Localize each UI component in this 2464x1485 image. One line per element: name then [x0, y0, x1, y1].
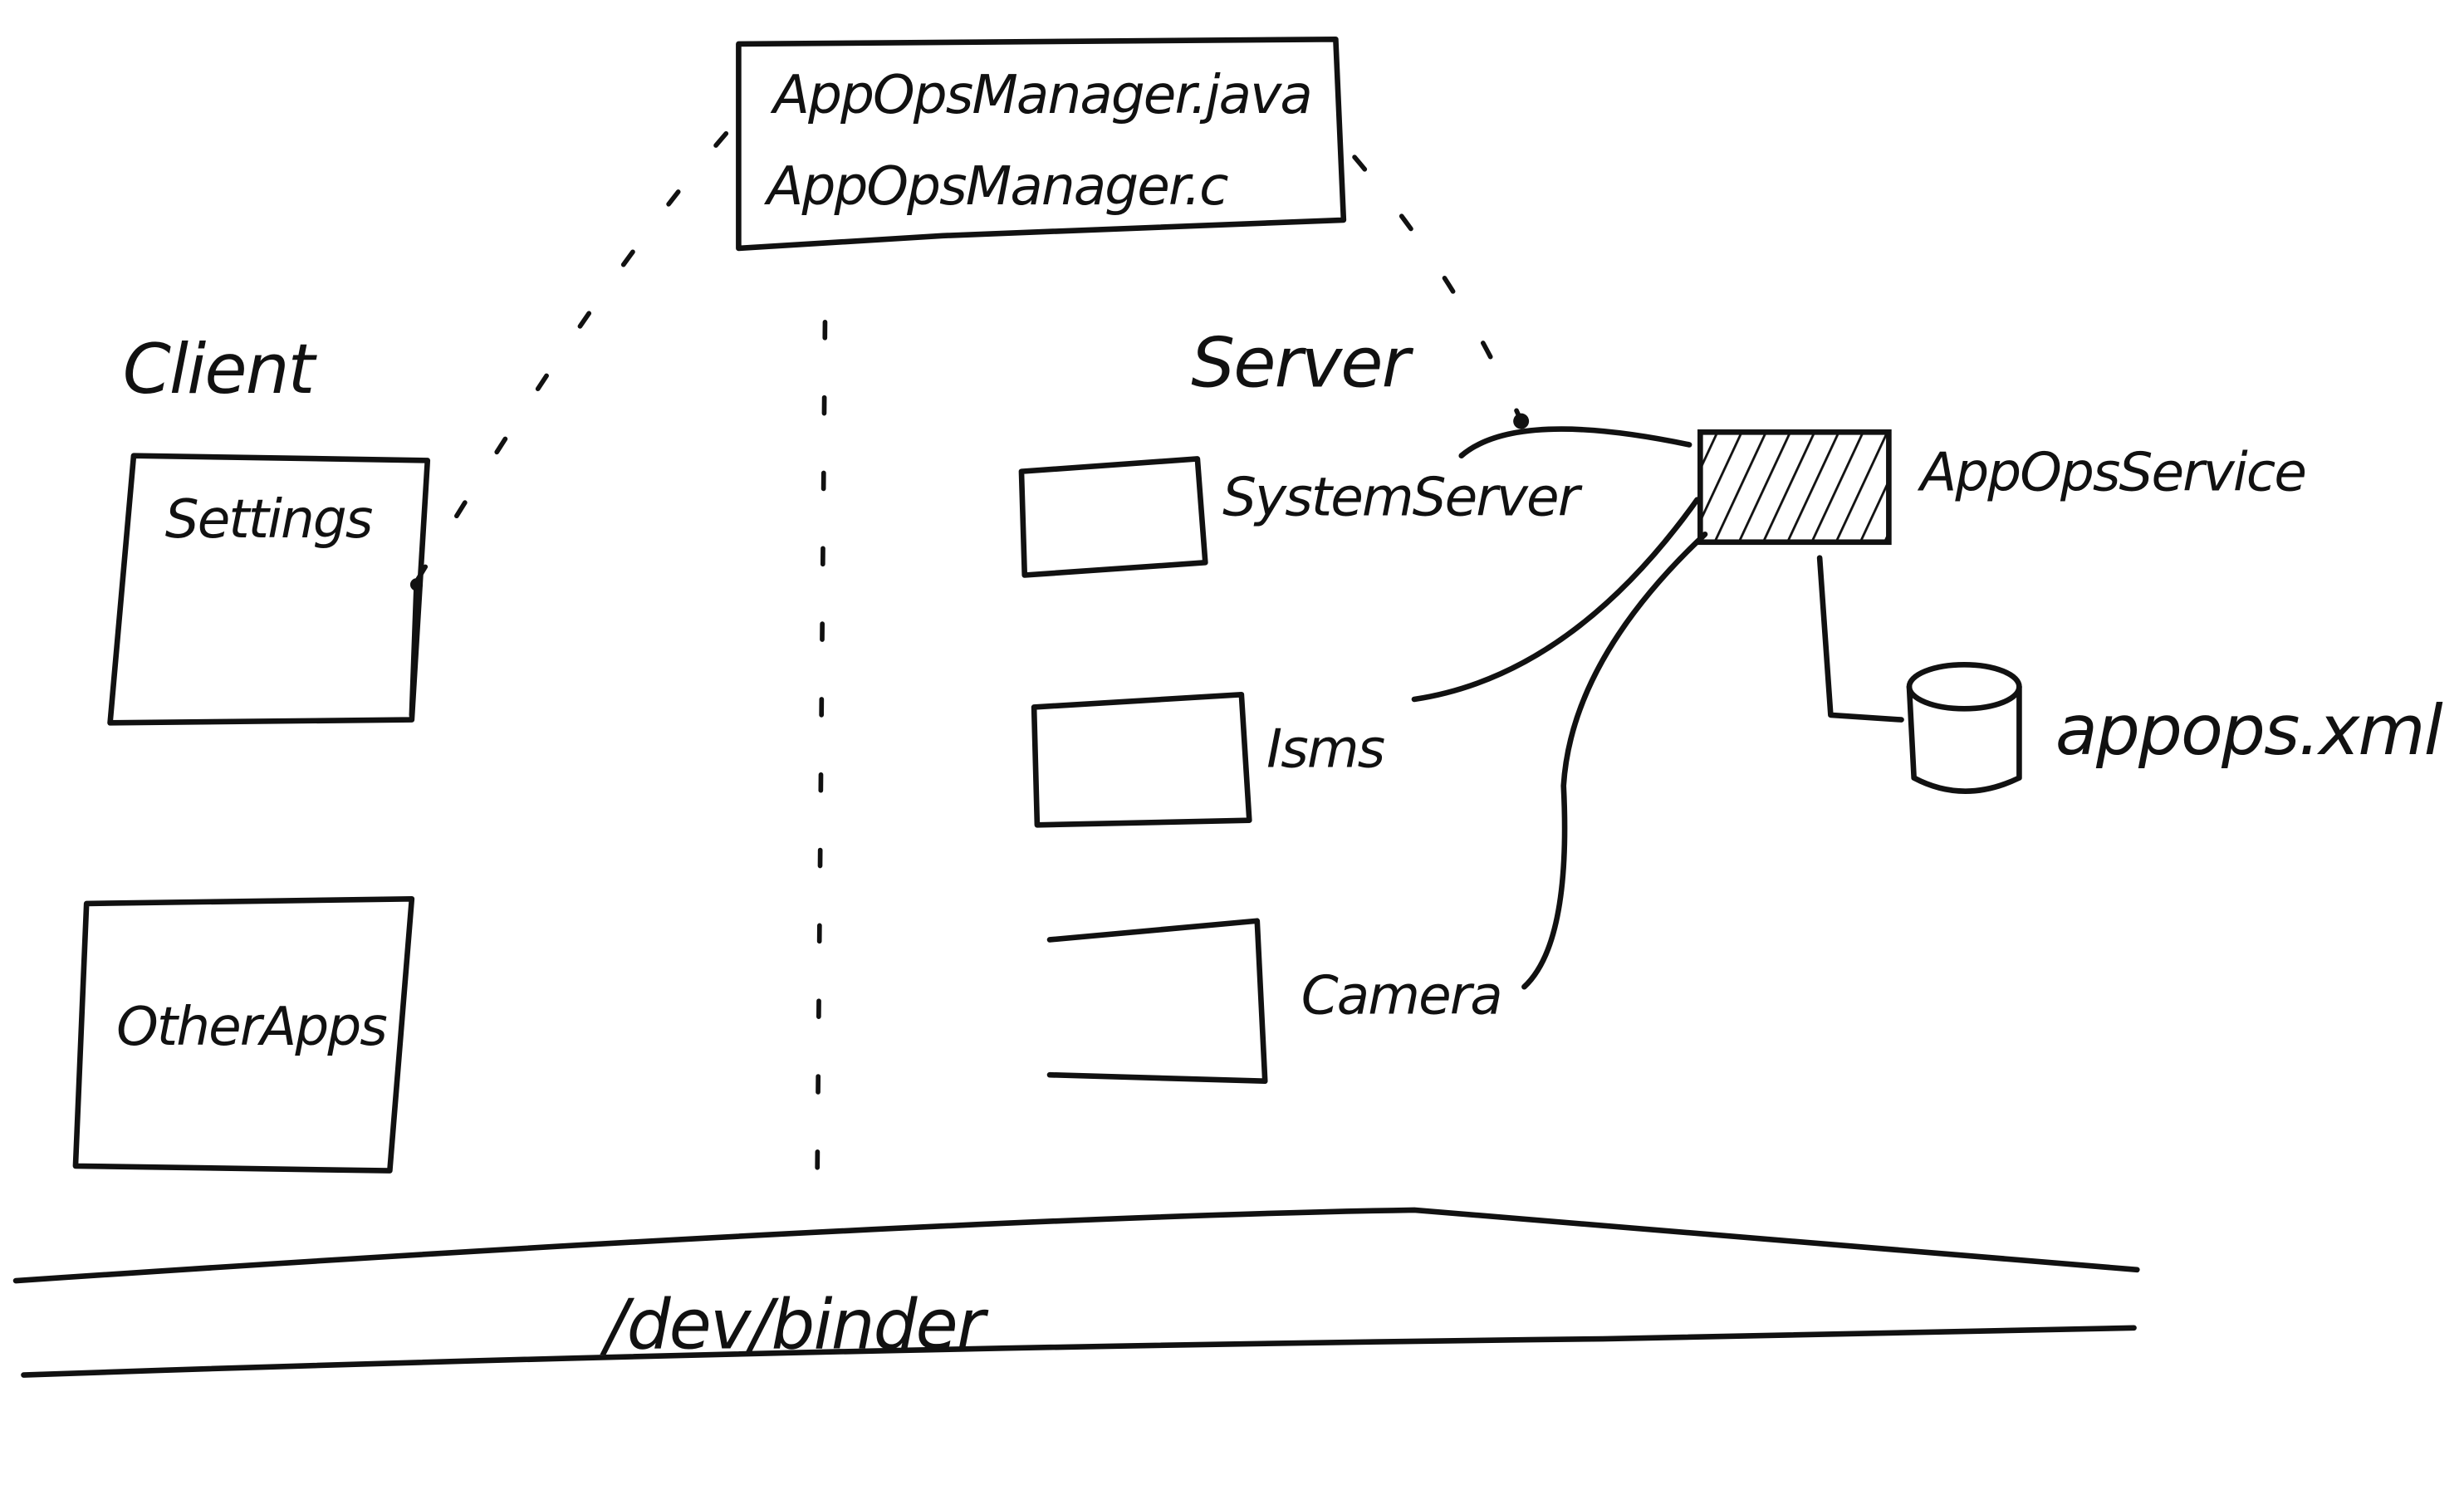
manager-to-settings-link — [414, 130, 729, 584]
other-apps-label: OtherApps — [116, 996, 387, 1058]
binder-bottom-line — [21, 1325, 2137, 1378]
appops-service-box: AppOpsService — [1697, 429, 2307, 546]
isms-box: Isms — [1031, 691, 1386, 828]
appops-manager-c-label: AppOpsManager.c — [763, 155, 1228, 218]
appops-service-label: AppOpsService — [1917, 441, 2305, 503]
client-label: Client — [123, 329, 318, 409]
settings-label: Settings — [165, 488, 373, 551]
junction-dot — [1513, 413, 1530, 429]
isms-label: Isms — [1266, 718, 1384, 780]
camera-box: Camera — [1046, 918, 1503, 1085]
system-server-box: SystemServer — [1018, 456, 1585, 578]
system-server-to-service-arrow — [1458, 426, 1692, 459]
database-icon — [1906, 662, 2022, 794]
settings-box: Settings — [107, 453, 431, 726]
server-label: Server — [1191, 322, 1413, 403]
other-apps-box: OtherApps — [72, 895, 415, 1174]
camera-label: Camera — [1301, 964, 1501, 1027]
isms-to-service-arrow — [1411, 497, 1700, 703]
settings-connector — [409, 581, 419, 718]
binder-label: /dev/binder — [600, 1284, 989, 1365]
manager-to-service-link — [1352, 154, 1524, 424]
camera-to-service-arrow — [1521, 531, 1708, 990]
settings-junction-dot — [409, 578, 424, 591]
system-server-label: SystemServer — [1222, 467, 1583, 529]
appops-xml-label: appops.xml — [2055, 690, 2443, 771]
appops-manager-box: AppOpsManager.java AppOpsManager.c — [736, 36, 1347, 252]
service-to-storage-line — [1816, 555, 1904, 723]
binder-top-line — [12, 1207, 2140, 1284]
client-server-divider — [815, 320, 828, 1189]
appops-manager-java-label: AppOpsManager.java — [770, 64, 1311, 126]
